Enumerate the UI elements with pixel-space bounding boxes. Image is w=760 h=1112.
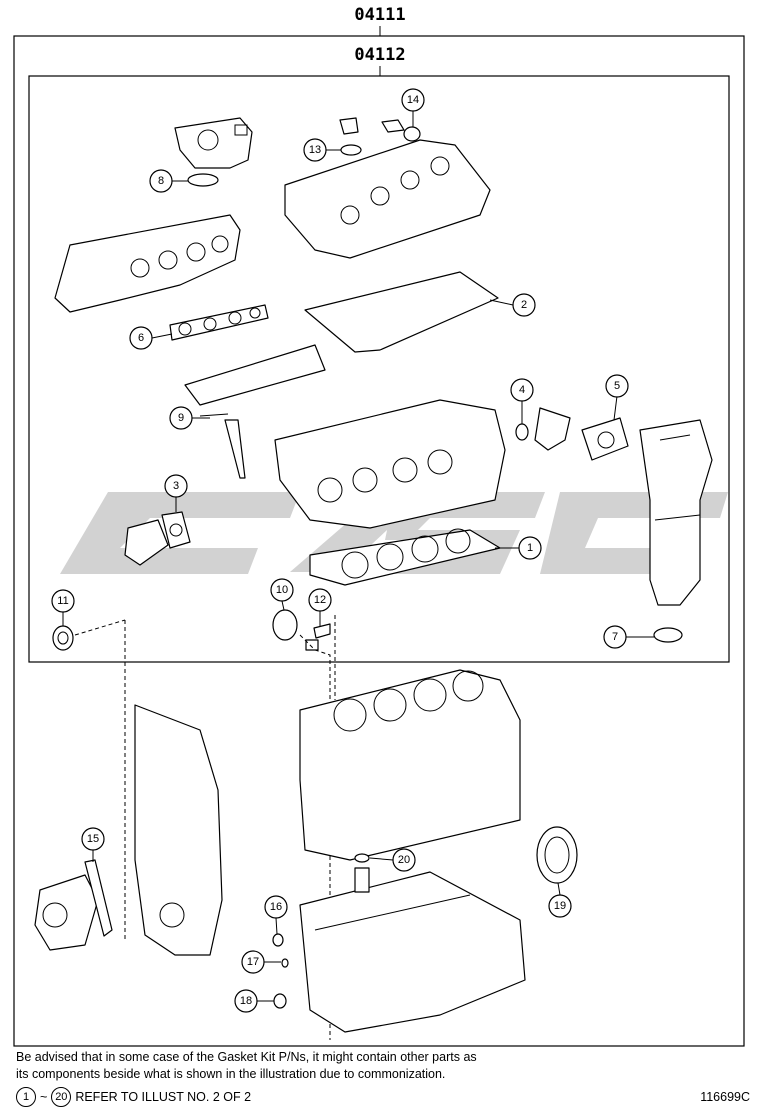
rear-oil-seal-part [536,826,578,884]
throttle-body-part [174,117,253,169]
svg-text:6: 6 [138,332,144,344]
callout-19: 19 [548,894,572,918]
callout-4: 4 [510,378,534,402]
seal-18-part [273,993,287,1009]
svg-text:10: 10 [276,584,288,596]
svg-text:12: 12 [314,594,326,606]
seal-16-part [272,933,284,947]
svg-text:9: 9 [178,412,184,424]
kit-inner-frame [28,75,730,663]
plug-part [305,623,331,651]
callout-3: 3 [164,474,188,498]
note-line-2: its components beside what is shown in t… [16,1067,446,1081]
refer-from-callout: 1 [16,1087,36,1107]
svg-text:3: 3 [173,480,179,492]
svg-text:1: 1 [527,542,533,554]
svg-text:8: 8 [158,175,164,187]
svg-text:14: 14 [407,94,419,106]
oring-17-part [281,958,289,968]
svg-text:5: 5 [614,380,620,392]
water-outlet-part [515,407,629,461]
oil-seal-part [52,625,74,651]
commonization-note: Be advised that in some case of the Gask… [16,1049,616,1083]
head-cover-part [284,139,491,259]
refer-tilde: ~ [40,1090,48,1104]
callout-8: 8 [149,169,173,193]
kit-number-outer: 04111 [354,5,405,25]
svg-text:18: 18 [240,995,252,1007]
note-line-1: Be advised that in some case of the Gask… [16,1050,477,1064]
callout-13: 13 [303,138,327,162]
refer-text: REFER TO ILLUST NO. 2 OF 2 [75,1090,252,1104]
callout-15: 15 [81,827,105,851]
callout-leaders [62,111,654,1002]
pipe-part [354,853,370,893]
water-pump-part [34,859,113,951]
callout-18: 18 [234,989,258,1013]
head-cover-gasket-part [304,271,499,353]
callout-2: 2 [512,293,536,317]
timing-cover-part [134,704,223,956]
round-gasket-part [272,609,298,641]
svg-text:19: 19 [554,900,566,912]
svg-text:2: 2 [521,299,527,311]
callout-14: 14 [401,88,425,112]
svg-text:15: 15 [87,833,99,845]
callout-16: 16 [264,895,288,919]
exhaust-manifold-part [639,419,713,643]
callout-1: 1 [518,536,542,560]
svg-text:4: 4 [519,384,525,396]
kit-outer-frame [13,35,745,1047]
intake-gasket-part [169,304,269,341]
head-gasket-part [309,528,501,586]
refer-to-callout: 20 [51,1087,72,1107]
callout-12: 12 [308,588,332,612]
callout-5: 5 [605,374,629,398]
illustration-code: 116699C [700,1090,750,1104]
cylinder-block-part [299,669,521,861]
cylinder-head-part [274,399,506,529]
callout-11: 11 [51,589,75,613]
kit-number-inner: 04112 [354,45,405,65]
callout-10: 10 [270,578,294,602]
svg-text:20: 20 [398,854,410,866]
svg-text:13: 13 [309,144,321,156]
svg-text:7: 7 [612,631,618,643]
svg-text:16: 16 [270,901,282,913]
throttle-oring-part [187,173,219,187]
intake-manifold-part [54,214,241,313]
callout-17: 17 [241,950,265,974]
refer-note: 1 ~ 20 REFER TO ILLUST NO. 2 OF 2 [16,1087,251,1107]
callout-7: 7 [603,625,627,649]
callout-20: 20 [392,848,416,872]
svg-text:11: 11 [57,595,68,607]
callout-9: 9 [169,406,193,430]
plug-tube-parts [339,117,421,156]
callout-6: 6 [129,326,153,350]
water-inlet-part [124,511,191,566]
fuel-rail-part [184,344,326,479]
svg-text:17: 17 [247,956,259,968]
crankcase-part [299,871,526,1033]
